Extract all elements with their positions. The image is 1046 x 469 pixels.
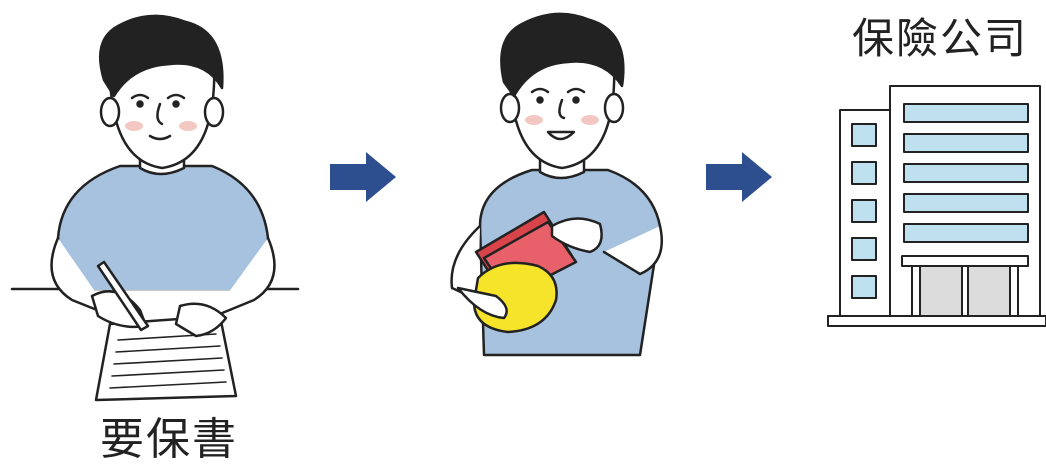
- entrance-door: [920, 266, 962, 316]
- arrow-right-icon: [706, 152, 772, 202]
- proposal-form-label: 要保書: [100, 418, 238, 462]
- insurance-company-label: 保險公司: [852, 18, 1028, 60]
- man-signing-icon: [12, 16, 298, 400]
- entrance-door: [968, 266, 1010, 316]
- man-paying-icon: [452, 14, 662, 355]
- office-building-icon: [828, 86, 1046, 326]
- shirt: [58, 166, 268, 290]
- arrow-right-icon: [330, 152, 396, 202]
